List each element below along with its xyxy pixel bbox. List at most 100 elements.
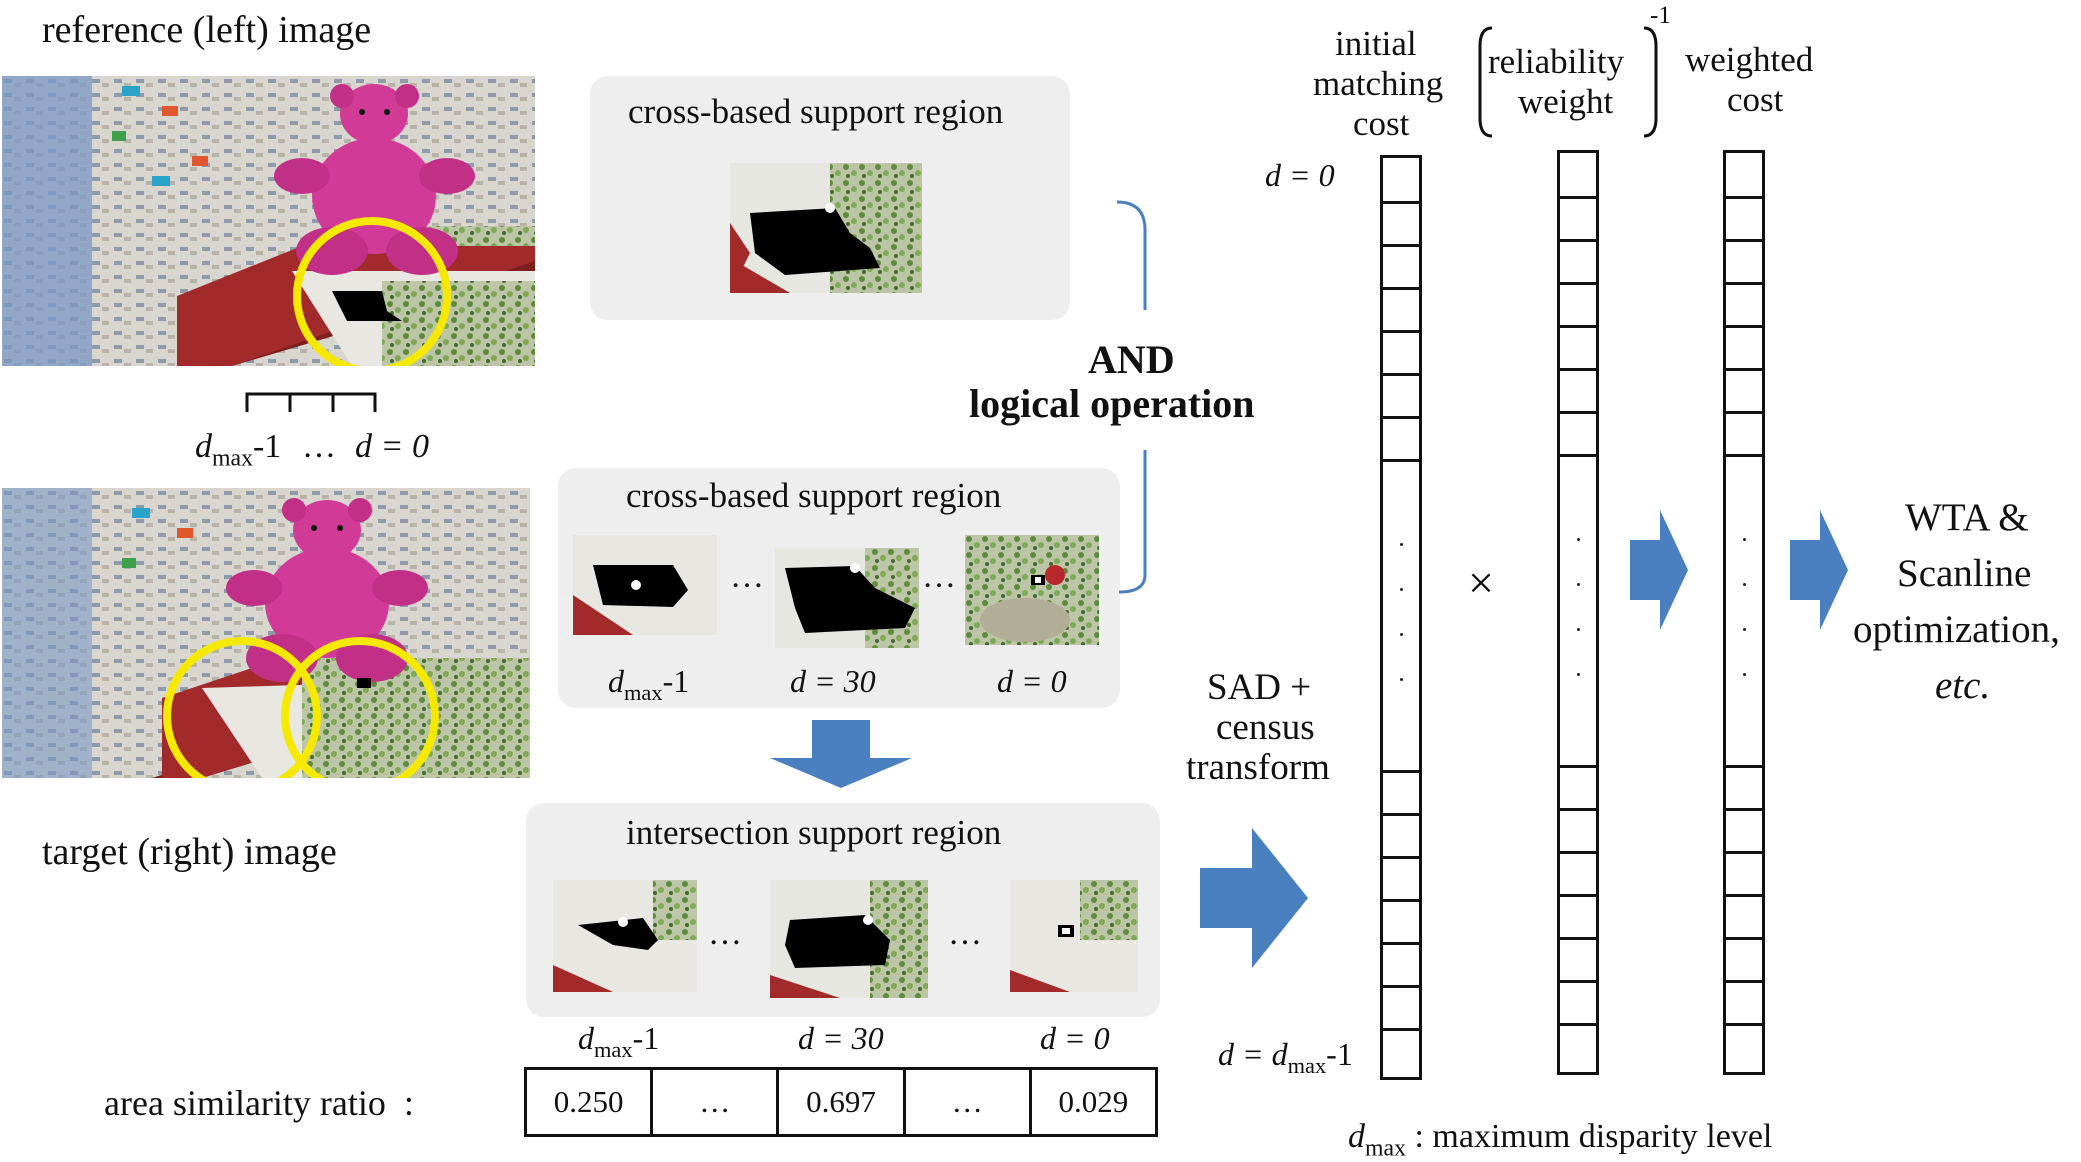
reliability-exponent: -1 bbox=[1650, 2, 1671, 29]
output-line4: etc. bbox=[1935, 664, 1991, 707]
down-arrow bbox=[770, 720, 912, 788]
target-image bbox=[2, 488, 530, 778]
cost-cell-divider bbox=[1726, 196, 1762, 199]
ellipsis-dot bbox=[1576, 673, 1580, 676]
and-label: AND bbox=[1088, 337, 1175, 382]
cost-cell-divider bbox=[1383, 1028, 1419, 1031]
multiply-sign: × bbox=[1468, 557, 1494, 608]
reliability-label-1: reliability bbox=[1488, 42, 1625, 81]
intersection-thumbnail-dmax bbox=[553, 880, 697, 992]
ellipsis-dot bbox=[1399, 543, 1403, 546]
cost-cell-divider bbox=[1383, 985, 1419, 988]
cost-cell-divider bbox=[1383, 856, 1419, 859]
initial-cost-label-1: initial bbox=[1335, 24, 1417, 63]
cost-cell-divider bbox=[1726, 325, 1762, 328]
cost-cell-divider bbox=[1560, 282, 1596, 285]
sad-census-line3: transform bbox=[1186, 747, 1330, 788]
reference-image-title: reference (left) image bbox=[42, 9, 372, 51]
cost-cell-divider bbox=[1726, 239, 1762, 242]
ellipsis-dot bbox=[1742, 628, 1746, 631]
reliability-label-2: weight bbox=[1518, 82, 1614, 121]
cost-cell-divider bbox=[1383, 201, 1419, 204]
area-similarity-table: 0.250 … 0.697 … 0.029 bbox=[524, 1067, 1158, 1137]
d-zero-label: d = 0 bbox=[1265, 157, 1335, 193]
cross-support-title-reference: cross-based support region bbox=[628, 92, 1004, 131]
ellipsis-dot bbox=[1399, 588, 1403, 591]
compute-cost-arrow bbox=[1200, 828, 1308, 968]
target-support-thumbnail-dmax bbox=[573, 535, 717, 635]
output-line1: WTA & bbox=[1905, 496, 2029, 539]
bottom-ellipsis-1: … bbox=[708, 915, 742, 952]
cost-cell-divider bbox=[1726, 937, 1762, 940]
cost-cell-divider bbox=[1726, 808, 1762, 811]
bottom-label-dmax: dmax-1 bbox=[578, 1020, 660, 1062]
area-similarity-label: area similarity ratio : bbox=[104, 1083, 414, 1123]
middle-label-dmax: dmax-1 bbox=[608, 663, 690, 705]
bottom-ellipsis-2: … bbox=[948, 915, 982, 952]
cost-cell-divider bbox=[1560, 454, 1596, 457]
target-scene-graphic bbox=[2, 488, 530, 778]
bottom-label-d0: d = 0 bbox=[1040, 1020, 1110, 1056]
cost-cell-divider bbox=[1726, 851, 1762, 854]
cost-cell-divider bbox=[1560, 411, 1596, 414]
cost-cell-divider bbox=[1560, 1023, 1596, 1026]
sad-census-line2: census bbox=[1216, 707, 1315, 748]
weighted-cost-label-1: weighted bbox=[1685, 40, 1814, 79]
cost-cell-divider bbox=[1726, 980, 1762, 983]
cost-cell-divider bbox=[1383, 459, 1419, 462]
initial-cost-column bbox=[1380, 155, 1422, 1080]
target-support-thumbnail-d0 bbox=[965, 535, 1099, 645]
reference-support-thumbnail bbox=[730, 163, 922, 293]
ellipsis-dot bbox=[1576, 583, 1580, 586]
ellipsis-dot bbox=[1742, 583, 1746, 586]
dmax-footnote: dmax : maximum disparity level bbox=[1348, 1118, 1773, 1162]
target-support-thumbnail-d30 bbox=[775, 548, 919, 648]
output-arrow bbox=[1790, 510, 1848, 630]
intersection-thumbnail-d30 bbox=[770, 880, 928, 998]
middle-ellipsis-2: … bbox=[922, 558, 956, 595]
ratio-cell: 0.250 bbox=[527, 1070, 654, 1134]
cost-cell-divider bbox=[1560, 937, 1596, 940]
cost-cell-divider bbox=[1383, 373, 1419, 376]
and-bracket bbox=[1116, 200, 1147, 594]
ratio-cell: … bbox=[653, 1070, 780, 1134]
cost-cell-divider bbox=[1560, 325, 1596, 328]
reference-image bbox=[2, 76, 535, 366]
middle-label-d30: d = 30 bbox=[790, 663, 876, 699]
cost-cell-divider bbox=[1560, 808, 1596, 811]
cross-support-title-target: cross-based support region bbox=[626, 476, 1002, 515]
d-dmax-label: d = dmax-1 bbox=[1218, 1036, 1353, 1078]
sad-census-line1: SAD + bbox=[1207, 667, 1312, 708]
initial-cost-label-3: cost bbox=[1353, 104, 1410, 143]
ellipsis-dot bbox=[1742, 538, 1746, 541]
cost-cell-divider bbox=[1726, 282, 1762, 285]
cost-cell-divider bbox=[1726, 765, 1762, 768]
cost-cell-divider bbox=[1726, 454, 1762, 457]
scale-dmax-label: dmax-1 bbox=[195, 428, 282, 472]
ellipsis-dot bbox=[1742, 673, 1746, 676]
reliability-parentheses bbox=[1478, 26, 1658, 138]
middle-ellipsis-1: … bbox=[730, 558, 764, 595]
weighted-cost-label-2: cost bbox=[1727, 80, 1784, 119]
cost-cell-divider bbox=[1383, 287, 1419, 290]
target-image-title: target (right) image bbox=[42, 831, 337, 873]
logical-operation-label: logical operation bbox=[969, 381, 1255, 426]
output-line3: optimization, bbox=[1853, 608, 2060, 651]
cost-cell-divider bbox=[1726, 411, 1762, 414]
disparity-scale-bar bbox=[245, 392, 377, 412]
cost-cell-divider bbox=[1726, 894, 1762, 897]
ellipsis-dot bbox=[1399, 678, 1403, 681]
cost-cell-divider bbox=[1560, 894, 1596, 897]
ellipsis-dot bbox=[1399, 633, 1403, 636]
cost-cell-divider bbox=[1726, 1023, 1762, 1026]
cost-cell-divider bbox=[1383, 770, 1419, 773]
cost-cell-divider bbox=[1383, 244, 1419, 247]
ellipsis-dot bbox=[1576, 538, 1580, 541]
cost-cell-divider bbox=[1560, 980, 1596, 983]
intersection-support-title: intersection support region bbox=[626, 813, 1002, 852]
cost-cell-divider bbox=[1560, 239, 1596, 242]
reliability-weight-column bbox=[1557, 150, 1599, 1075]
weight-arrow bbox=[1630, 510, 1688, 630]
cost-cell-divider bbox=[1560, 368, 1596, 371]
middle-label-d0: d = 0 bbox=[997, 663, 1067, 699]
